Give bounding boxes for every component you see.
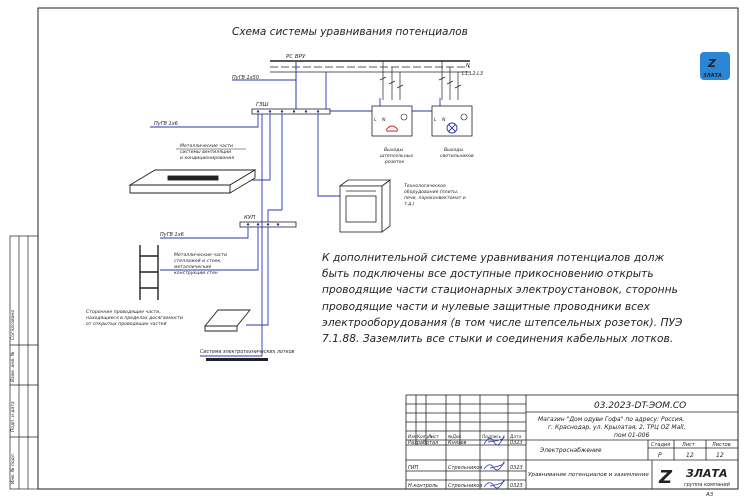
address-line-3: пом 01-006 xyxy=(614,432,649,439)
brand-logo-bottom: Z ЗЛАТА группа компаний xyxy=(653,461,737,488)
row4-date: 0323 xyxy=(510,483,523,489)
diagram-title: Схема системы уравнивания потенциалов xyxy=(232,26,468,38)
light-box xyxy=(431,105,473,137)
signature-marks xyxy=(483,435,505,489)
stamp-col3-label: Инв. № подл. xyxy=(10,453,16,484)
stamp-col1-label: Взам. инв. № xyxy=(10,351,16,382)
gzsh-wires xyxy=(150,72,441,210)
row1-role: Разработал xyxy=(408,440,439,446)
sheet-value: 12 xyxy=(686,452,694,459)
rs-vru-bus xyxy=(270,60,470,73)
note-line-6: 7.1.88. Заземлить все стыки и соединения… xyxy=(322,333,674,346)
kup-wires xyxy=(160,209,282,326)
outlet-symbol xyxy=(385,125,399,132)
hdr-list: Лист xyxy=(427,434,439,440)
pugv6a-label: ПуГВ 1х6 xyxy=(154,121,178,127)
row3-date: 0323 xyxy=(510,465,523,471)
rs-vru-label: РС ВРУ xyxy=(286,54,306,60)
lamp-icon xyxy=(446,122,458,134)
row3-role: ГИП xyxy=(408,465,419,471)
note-line-1: К дополнительной системе уравнивания пот… xyxy=(322,252,665,264)
hdr-date: Дата xyxy=(509,434,521,440)
stage-value: Р xyxy=(658,452,662,459)
light-pe-icon xyxy=(460,113,468,121)
pugv6b-label: ПуГВ 1х6 xyxy=(160,232,184,238)
sheets-header: Листов xyxy=(711,442,731,448)
logo-name: ЗЛАТА xyxy=(703,73,722,79)
format-label: А3 xyxy=(705,492,714,497)
rack-icon xyxy=(139,245,159,300)
trays-label: Система электротехнических лотков xyxy=(200,349,295,355)
brand-logo-top: Z ЗЛАТА xyxy=(700,52,730,80)
logo-letter: Z xyxy=(707,57,717,70)
hdr-kol: Кол.уч xyxy=(417,434,432,440)
brand-bottom-name: ЗЛАТА xyxy=(686,467,727,480)
kup-label: КУП xyxy=(244,215,255,221)
note-paragraph: К дополнительной системе уравнивания пот… xyxy=(322,250,722,347)
light-term-n: N xyxy=(442,117,446,123)
vent-duct xyxy=(128,169,257,194)
title-block xyxy=(405,394,739,490)
row3-name: Стрельников xyxy=(448,465,482,471)
row1-date: 0323 xyxy=(510,440,523,446)
brand-bottom-sub: группа компаний xyxy=(684,482,731,488)
tech-equipment xyxy=(338,179,392,233)
address-line-2: г. Краснодар, ул. Крылатая, 2, ТРЦ OZ Ma… xyxy=(548,424,686,431)
outlet-term-l: L xyxy=(374,117,377,123)
sheet-header: Лист xyxy=(681,442,696,448)
note-line-3: проводящие части стационарных электроуст… xyxy=(322,284,678,297)
stage-header: Стадия xyxy=(651,442,670,448)
wire-vru-gzsh xyxy=(232,61,297,96)
doc-title: Уравнивание потенциалов и заземление xyxy=(528,472,649,478)
third-party-label: Сторонние проводящие части,находящиеся в… xyxy=(86,309,183,327)
stamp-top-label: Согласовано xyxy=(10,310,16,340)
address-line-1: Магазин "Дом одуви Гофа" по адресу: Росс… xyxy=(538,416,684,423)
gzsh-bar xyxy=(251,108,331,115)
bus-n-label: N xyxy=(466,63,470,69)
row1-name: Князев xyxy=(448,440,467,446)
brand-bottom-letter: Z xyxy=(658,467,673,488)
note-line-2: быть подключены все доступные прикоснове… xyxy=(322,268,654,281)
sheets-value: 12 xyxy=(716,452,724,459)
note-line-4: проводящие части и нулевые защитные пров… xyxy=(322,300,650,313)
outlet-term-n: N xyxy=(382,117,386,123)
vru-feeders xyxy=(379,61,462,100)
section-label: Электроснабжение xyxy=(539,447,602,454)
side-stamp xyxy=(9,235,39,490)
pugv50-label: ПуГВ 1х50 xyxy=(232,75,259,81)
row4-name: Стрельников xyxy=(448,483,482,489)
hdr-sign: Подпись xyxy=(482,434,502,440)
kup-terminals xyxy=(246,223,280,226)
wire-trays xyxy=(200,114,263,357)
gzsh-label: ГЗШ xyxy=(256,102,269,108)
bus-l-label: L1,L2,L3 xyxy=(462,71,483,77)
hdr-izm: Изм. xyxy=(408,434,418,440)
light-term-l: L xyxy=(434,117,437,123)
note-line-5: электрооборудования (в том числе штепсел… xyxy=(322,316,683,329)
stamp-col2-label: Подп. и дата xyxy=(10,401,16,432)
row4-role: Н.контроль xyxy=(408,483,438,489)
tray-symbol xyxy=(206,358,268,361)
outlet-pe-icon xyxy=(400,113,408,121)
gzsh-terminals xyxy=(256,110,320,113)
hdr-doc: №Док. xyxy=(447,434,462,440)
conductive-plate xyxy=(204,309,251,332)
doc-code: 03.2023-DT-ЭОМ.СО xyxy=(594,401,686,411)
